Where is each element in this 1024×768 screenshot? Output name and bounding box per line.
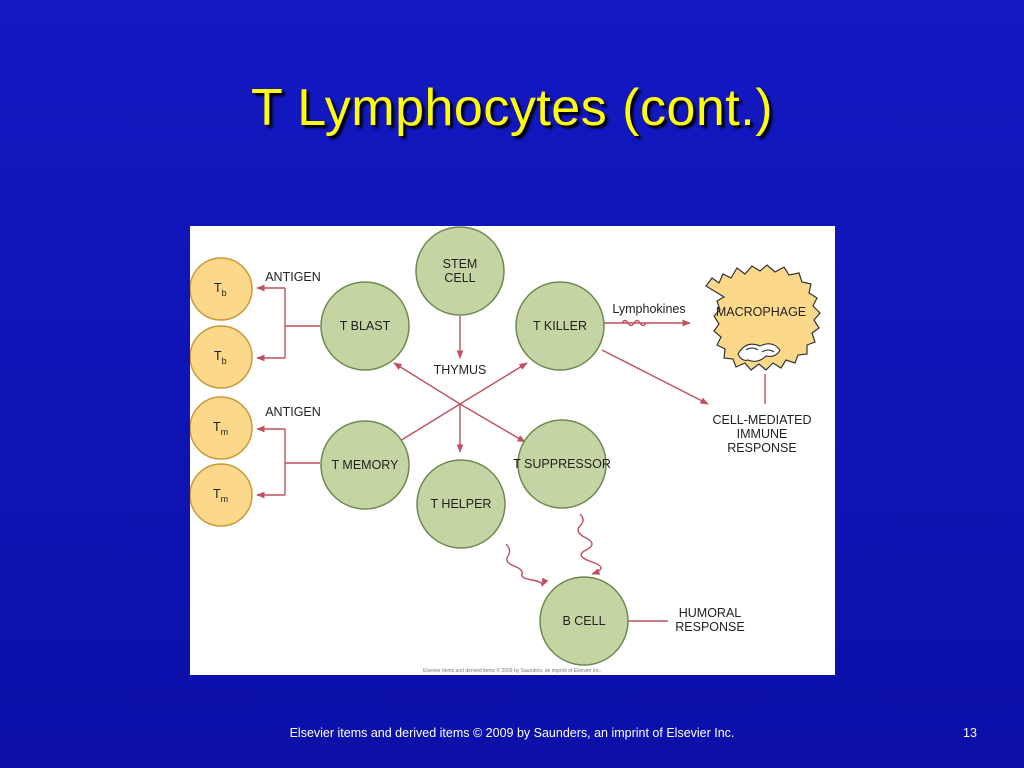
t-blast-node	[320, 281, 410, 371]
cell-mediated-label-2: IMMUNE	[737, 427, 788, 441]
stem-cell-label-1: STEM	[443, 257, 478, 271]
t-killer-node	[515, 281, 605, 371]
antigen-label-top: ANTIGEN	[265, 270, 321, 284]
slide-number: 13	[963, 726, 977, 740]
helper-signal-wavy-line	[505, 543, 549, 587]
tm-cell-1	[190, 396, 253, 460]
killer-to-cmi-arrow	[601, 349, 709, 405]
tb-cell-2	[190, 325, 253, 389]
humoral-label-2: RESPONSE	[675, 620, 744, 634]
t-memory-bracket	[284, 429, 320, 495]
lymphokines-wavy-line	[621, 319, 647, 327]
cell-mediated-label-3: RESPONSE	[727, 441, 796, 455]
slide-title: T Lymphocytes (cont.)	[250, 79, 774, 137]
macrophage-inclusion-icon	[737, 343, 781, 362]
stem-cell-node	[415, 226, 505, 316]
b-cell-label: B CELL	[562, 614, 605, 628]
t-helper-node	[416, 459, 506, 549]
t-suppressor-node	[517, 419, 607, 509]
cell-mediated-label-1: CELL-MEDIATED	[712, 413, 811, 427]
to-t-suppressor-arrow	[459, 403, 526, 443]
tb-cell-1	[190, 257, 253, 321]
b-cell-node	[539, 576, 629, 666]
tb-label-1: Tb	[214, 281, 227, 298]
lymphokines-label: Lymphokines	[612, 302, 685, 316]
t-memory-node	[320, 420, 410, 510]
to-t-killer-arrow	[459, 362, 528, 405]
tb-label-2: Tb	[214, 349, 227, 366]
tm-label-2: Tm	[213, 487, 228, 504]
t-blast-bracket	[284, 288, 320, 358]
suppressor-signal-wavy-line	[577, 513, 602, 575]
thymus-label: THYMUS	[434, 363, 487, 377]
t-memory-label: T MEMORY	[332, 458, 400, 472]
macrophage-label: MACROPHAGE	[716, 305, 806, 319]
t-blast-label: T BLAST	[340, 319, 391, 333]
lymphocyte-diagram: STEM CELL T BLAST T KILLER T MEMORY T HE…	[190, 226, 835, 675]
tm-label-1: Tm	[213, 420, 228, 437]
footer-copyright: Elsevier items and derived items © 2009 …	[289, 726, 735, 740]
t-suppressor-label: T SUPPRESSOR	[513, 457, 611, 471]
t-helper-label: T HELPER	[431, 497, 492, 511]
stem-cell-label-2: CELL	[444, 271, 475, 285]
figure-credit: Elsevier items and derived items © 2009 …	[423, 667, 601, 674]
to-t-memory-arrow	[394, 403, 461, 445]
antigen-label-bottom: ANTIGEN	[265, 405, 321, 419]
humoral-label-1: HUMORAL	[679, 606, 742, 620]
macrophage-shape	[705, 264, 821, 371]
t-killer-label: T KILLER	[533, 319, 587, 333]
tm-cell-2	[190, 463, 253, 527]
to-t-blast-arrow	[393, 362, 461, 405]
